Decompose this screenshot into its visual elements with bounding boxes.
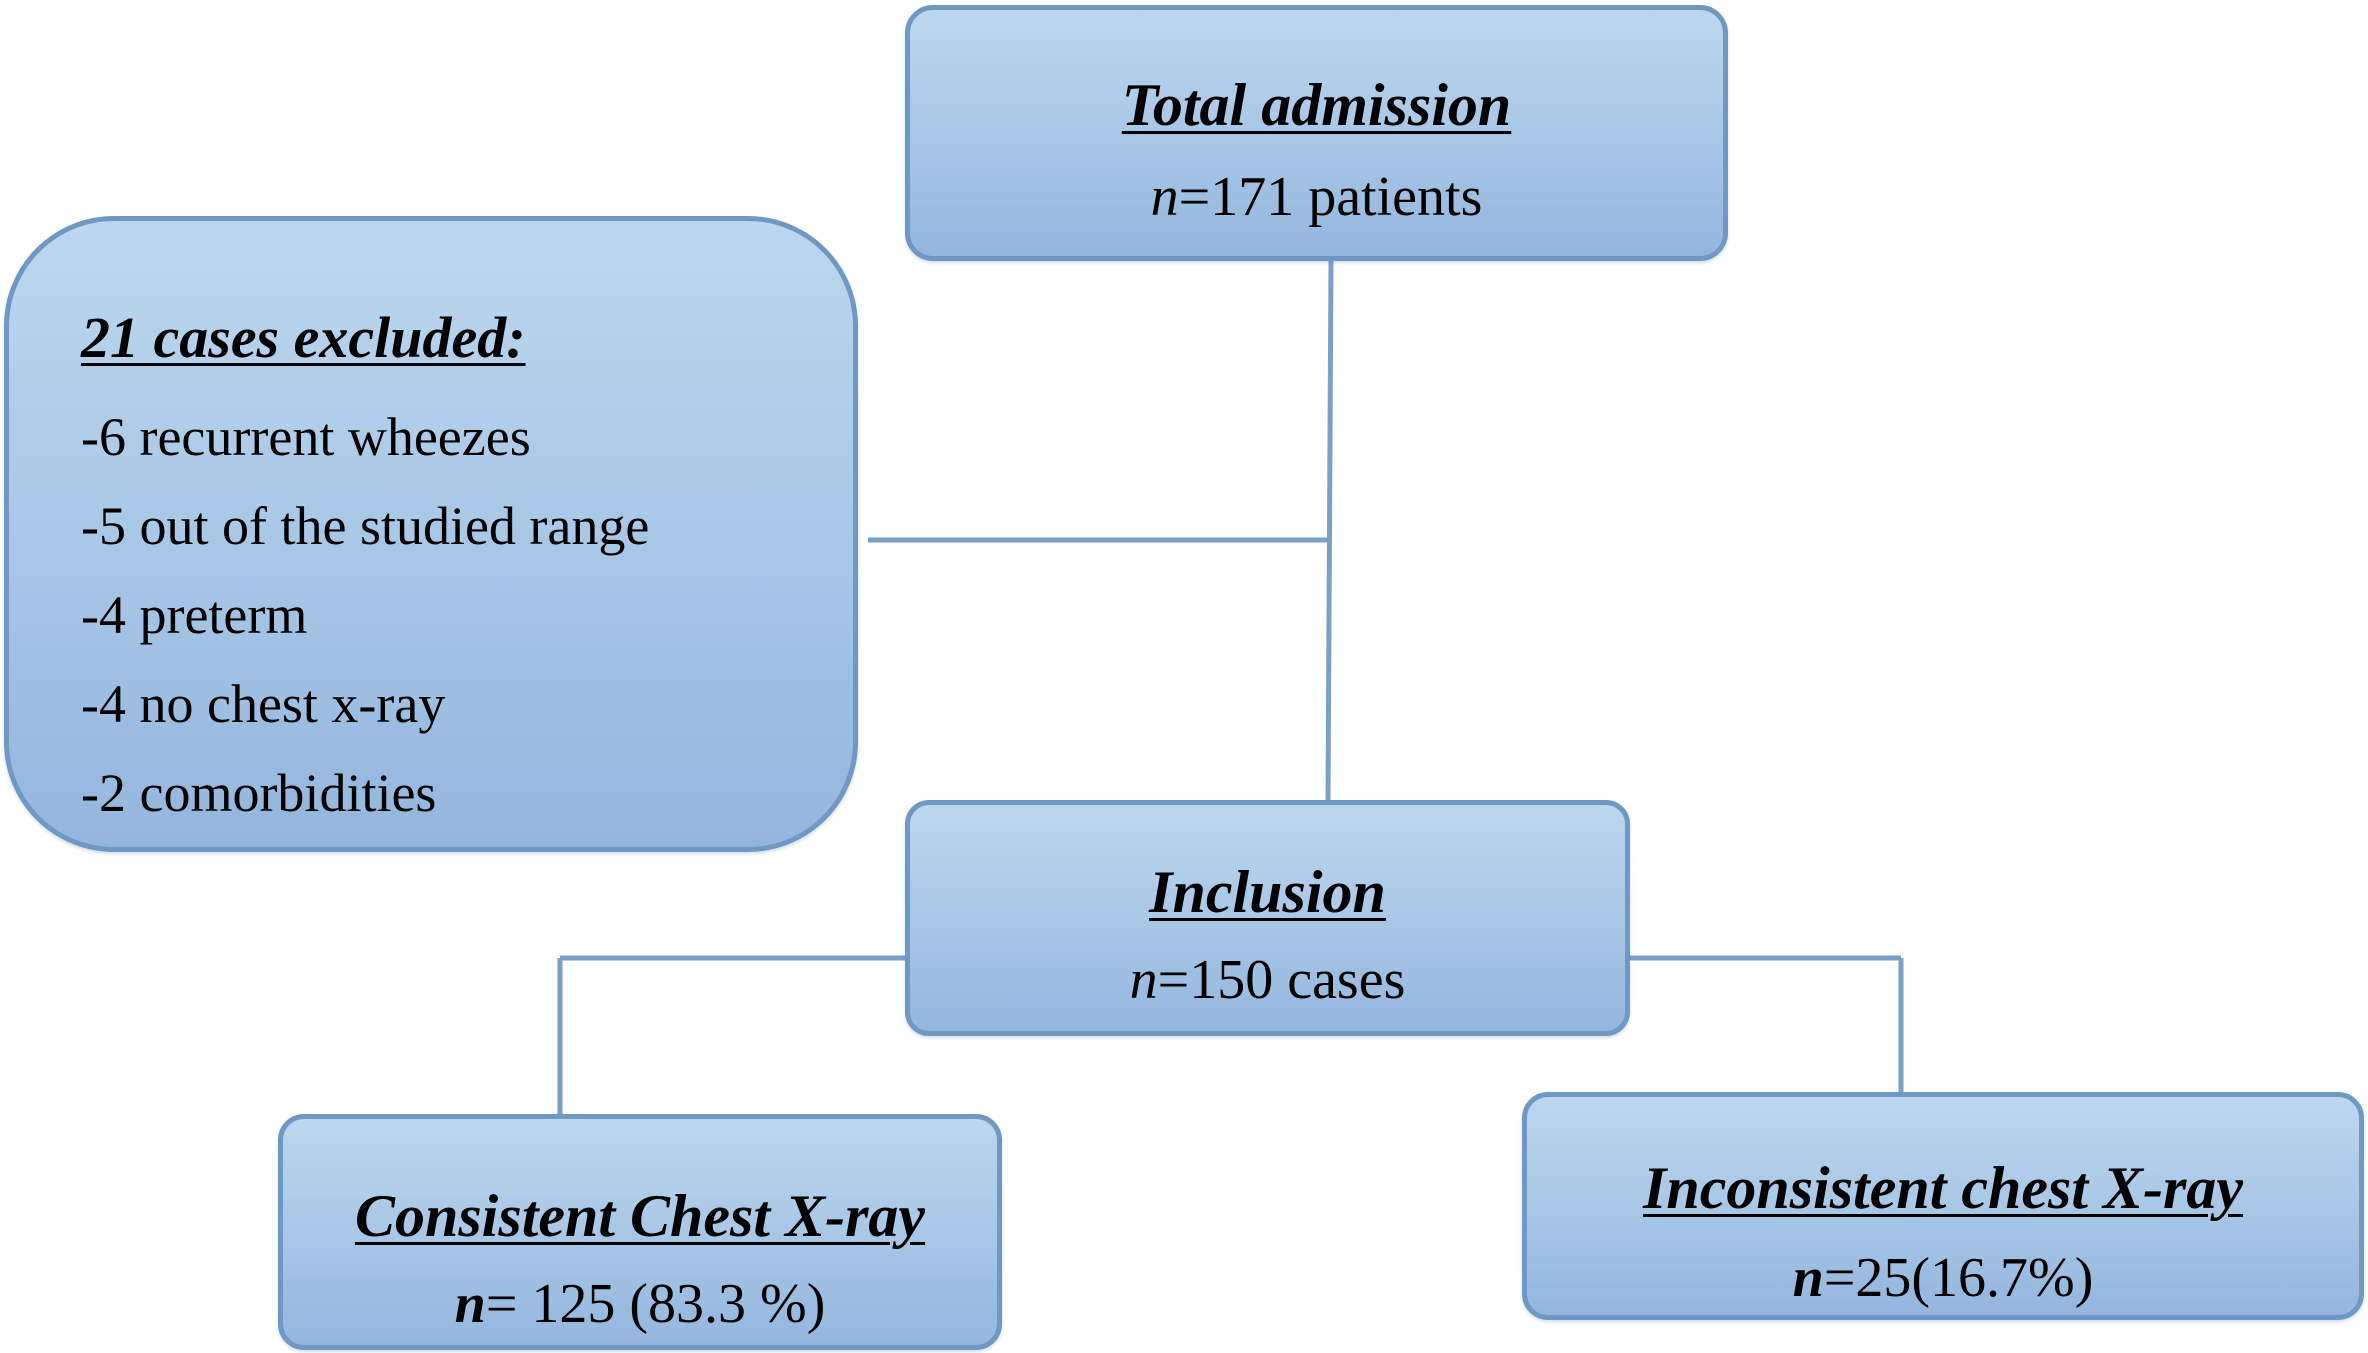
inconsistent-count-text: =25(16.7%): [1823, 1247, 2094, 1309]
inclusion-n-label: n: [1129, 949, 1158, 1011]
total-admission-n-label: n: [1150, 166, 1179, 228]
excluded-cases-title: 21 cases excluded:: [81, 305, 526, 370]
total-admission-box: Total admission n=171 patients: [905, 5, 1728, 261]
consistent-chest-xray-box: Consistent Chest X-ray n= 125 (83.3 %): [278, 1114, 1002, 1350]
total-admission-count-text: =171 patients: [1178, 166, 1483, 228]
total-admission-title: Total admission: [1121, 72, 1512, 138]
consistent-chest-xray-count: n= 125 (83.3 %): [283, 1269, 997, 1339]
inconsistent-chest-xray-box: Inconsistent chest X-ray n=25(16.7%): [1522, 1092, 2364, 1320]
consistent-count-text: = 125 (83.3 %): [485, 1273, 826, 1335]
inclusion-box: Inclusion n=150 cases: [905, 800, 1630, 1036]
exclusion-reason-item: -6 recurrent wheezes: [81, 407, 531, 467]
exclusion-reason-item: -2 comorbidities: [81, 763, 437, 823]
connector-total-to-inclusion: [1325, 260, 1334, 801]
inconsistent-chest-xray-count: n=25(16.7%): [1527, 1243, 2359, 1313]
consistent-chest-xray-title: Consistent Chest X-ray: [354, 1183, 926, 1249]
excluded-cases-box: 21 cases excluded: -6 recurrent wheezes …: [4, 216, 858, 852]
total-admission-count: n=171 patients: [910, 162, 1723, 232]
consistent-n-label: n: [454, 1273, 486, 1335]
exclusion-reason-item: -4 no chest x-ray: [81, 674, 446, 734]
inclusion-count: n=150 cases: [910, 945, 1625, 1015]
inconsistent-chest-xray-title: Inconsistent chest X-ray: [1642, 1155, 2244, 1221]
inconsistent-n-label: n: [1792, 1247, 1824, 1309]
exclusion-reason-item: -5 out of the studied range: [81, 496, 650, 556]
exclusion-reasons-list: -6 recurrent wheezes -5 out of the studi…: [81, 393, 649, 838]
inclusion-title: Inclusion: [1149, 859, 1386, 925]
inclusion-count-text: =150 cases: [1157, 949, 1406, 1011]
exclusion-reason-item: -4 preterm: [81, 585, 308, 645]
